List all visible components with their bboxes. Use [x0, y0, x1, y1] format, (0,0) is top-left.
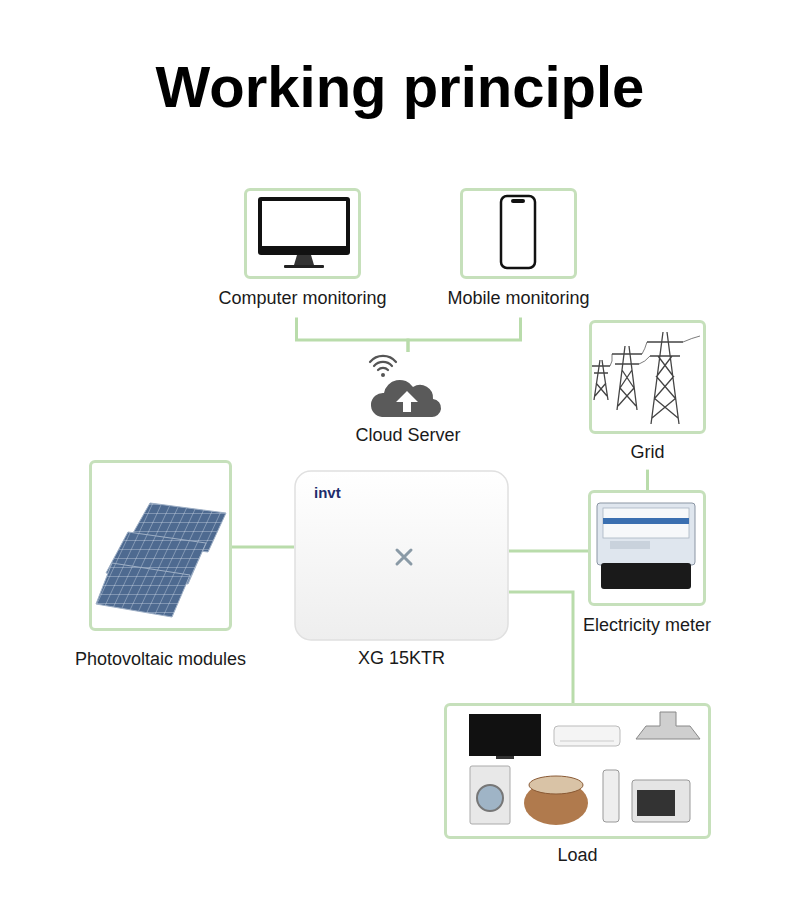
connector-line — [509, 592, 573, 703]
node-label: Grid — [630, 442, 664, 464]
cloud-icon — [371, 380, 441, 417]
page-title: Working principle — [0, 52, 800, 122]
monitor-box: Mobile monitoring — [460, 188, 577, 279]
node-label: Load — [557, 845, 597, 867]
pylon-icon — [592, 332, 700, 424]
node-label: Electricity meter — [583, 615, 711, 637]
inverter-body — [295, 471, 508, 640]
meter-icon — [597, 503, 695, 589]
pv-panel-icon — [96, 503, 226, 617]
connector-line — [232, 546, 294, 549]
node-label: Mobile monitoring — [447, 288, 589, 310]
connector-line — [509, 550, 588, 553]
meter-box: Electricity meter — [588, 490, 706, 606]
wifi-icon — [370, 356, 396, 377]
load-box: Load — [444, 703, 711, 839]
node-label: Photovoltaic modules — [75, 649, 246, 671]
node-label: Cloud Server — [355, 425, 460, 447]
node-label: Computer monitoring — [218, 288, 386, 310]
cloud-node: Cloud Server — [370, 352, 446, 420]
connector-line — [408, 318, 521, 352]
pv-box: Photovoltaic modules — [89, 460, 232, 631]
monitor-icon — [258, 197, 350, 268]
phone-icon — [501, 196, 535, 268]
grid-box: Grid — [589, 320, 706, 434]
node-label: XG 15KTR — [358, 648, 445, 670]
brand-logo: invt — [314, 484, 341, 502]
connector-line — [646, 470, 649, 490]
inverter-node: invtXG 15KTR — [294, 470, 509, 641]
connector-line — [297, 318, 409, 352]
monitor-box: Computer monitoring — [244, 188, 361, 279]
appliance-icons — [469, 712, 700, 825]
